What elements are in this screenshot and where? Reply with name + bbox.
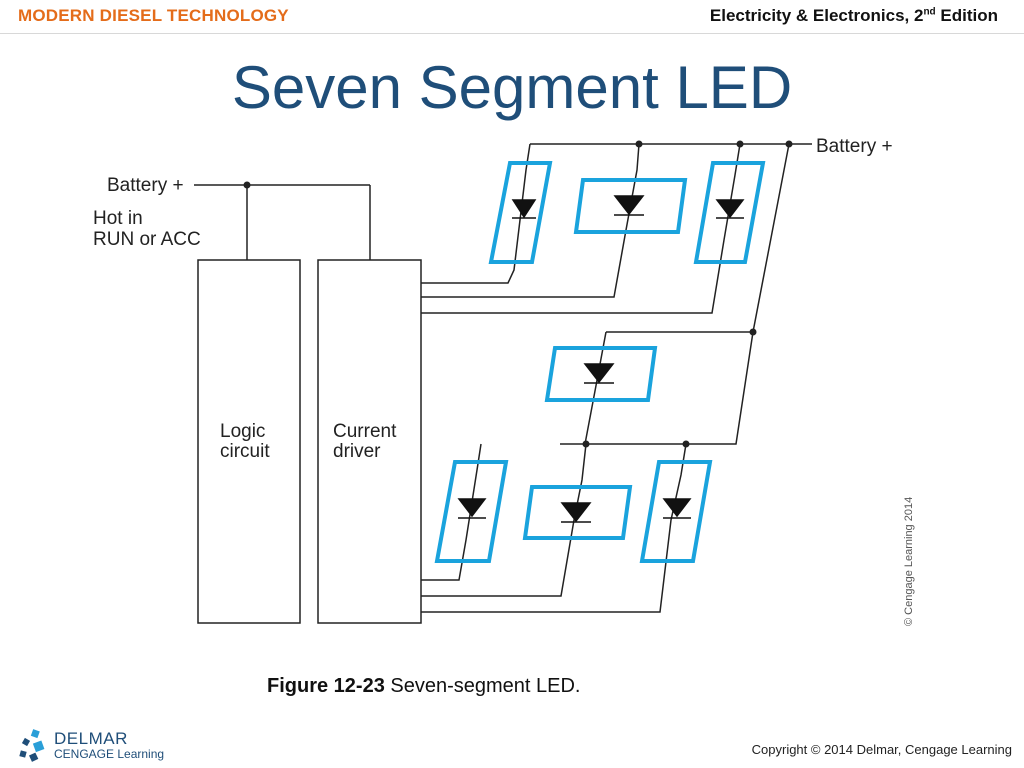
segment-bottom xyxy=(522,485,633,540)
figure-caption: Figure 12-23 Seven-segment LED. xyxy=(267,675,580,698)
battery-bus-vertical xyxy=(560,143,790,445)
figure-text: Seven-segment LED. xyxy=(384,675,581,697)
wire-seg-middle xyxy=(584,331,607,445)
diode-icon xyxy=(613,195,645,216)
delmar-logo-icon xyxy=(19,729,45,762)
junction-dot xyxy=(582,440,590,448)
junction-dot xyxy=(635,140,643,148)
junction-dot xyxy=(243,181,251,189)
junction-dot xyxy=(736,140,744,148)
junction-dot xyxy=(749,328,757,336)
logic-label-2: circuit xyxy=(220,441,270,462)
diode-icon xyxy=(511,199,537,219)
battery-left-label: Battery + xyxy=(107,175,184,196)
segment-bottom-right xyxy=(639,460,713,563)
diode-icon xyxy=(715,199,745,219)
wire-seg-top xyxy=(421,143,640,298)
run-acc-label: RUN or ACC xyxy=(93,229,201,250)
junction-dot xyxy=(785,140,793,148)
current-driver-block xyxy=(317,259,422,624)
battery-right-label: Battery + xyxy=(816,136,893,157)
hot-in-label: Hot in xyxy=(93,208,143,229)
diode-icon xyxy=(457,498,487,519)
logic-label-1: Logic xyxy=(220,421,265,442)
wire-seg-bottom-right xyxy=(421,443,687,613)
logo-name: DELMAR xyxy=(54,729,128,748)
figure-number: Figure 12-23 xyxy=(267,675,385,697)
junction-dot xyxy=(682,440,690,448)
segment-top-left xyxy=(488,161,553,264)
segment-bottom-left xyxy=(434,460,509,563)
book-title: Electricity & Electronics, 2nd Edition xyxy=(710,6,998,26)
segment-middle xyxy=(544,346,658,402)
image-credit: © Cengage Learning 2014 xyxy=(903,497,915,626)
book-title-sup: nd xyxy=(923,6,936,18)
copyright-notice: Copyright © 2014 Delmar, Cengage Learnin… xyxy=(751,742,1012,757)
book-title-suffix: Edition xyxy=(935,6,998,25)
logic-circuit-block xyxy=(197,259,301,624)
diode-icon xyxy=(662,498,692,519)
series-title: MODERN DIESEL TECHNOLOGY xyxy=(18,6,289,25)
driver-label-1: Current xyxy=(333,421,397,442)
segment-top xyxy=(573,178,688,234)
header-divider xyxy=(0,33,1024,34)
wire-seg-bottom xyxy=(421,443,587,597)
slide-title: Seven Segment LED xyxy=(231,54,793,121)
wire-seg-top-right xyxy=(421,143,741,314)
segment-top-right xyxy=(693,161,766,264)
diode-icon xyxy=(583,363,615,384)
logo-subtitle: CENGAGE Learning xyxy=(54,747,165,761)
book-title-prefix: Electricity & Electronics, 2 xyxy=(709,6,924,25)
driver-label-2: driver xyxy=(333,441,381,462)
diode-icon xyxy=(560,502,592,523)
